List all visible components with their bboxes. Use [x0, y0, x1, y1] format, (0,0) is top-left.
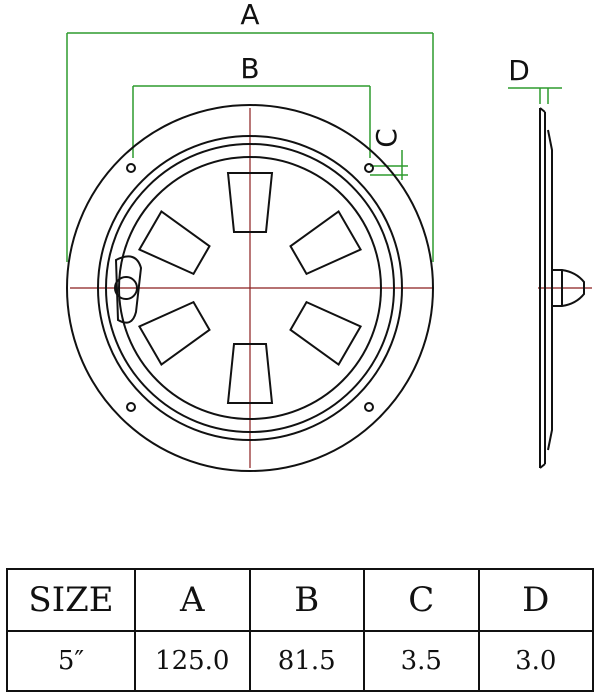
dimension-label-b: B [240, 52, 259, 85]
mounting-hole [126, 402, 136, 412]
vent-technical-drawing: A B C D [66, 0, 592, 472]
vent-front-view [66, 104, 434, 472]
mounting-hole [364, 163, 374, 173]
dimension-label-a: A [240, 0, 259, 31]
cell-a: 125.0 [134, 630, 251, 692]
header-a: A [134, 568, 251, 632]
vent-side-view [539, 107, 585, 469]
table-row: 5″ 125.0 81.5 3.5 3.0 [6, 630, 594, 692]
dimension-lines [66, 32, 562, 262]
header-d: D [477, 568, 594, 632]
dimension-label-c: C [370, 128, 403, 148]
vent-slots [137, 172, 363, 404]
header-b: B [248, 568, 365, 632]
mounting-hole [364, 402, 374, 412]
table-header-row: SIZE A B C D [6, 568, 594, 632]
center-lines [70, 108, 592, 468]
header-size: SIZE [6, 568, 136, 632]
mounting-hole [126, 163, 136, 173]
dimension-label-d: D [508, 54, 530, 87]
header-c: C [363, 568, 480, 632]
size-spec-table: SIZE A B C D 5″ 125.0 81.5 3.5 3.0 [6, 568, 594, 692]
cell-size: 5″ [6, 630, 136, 692]
cell-b: 81.5 [248, 630, 365, 692]
knob-handle [114, 255, 143, 324]
cell-d: 3.0 [477, 630, 594, 692]
cell-c: 3.5 [363, 630, 480, 692]
